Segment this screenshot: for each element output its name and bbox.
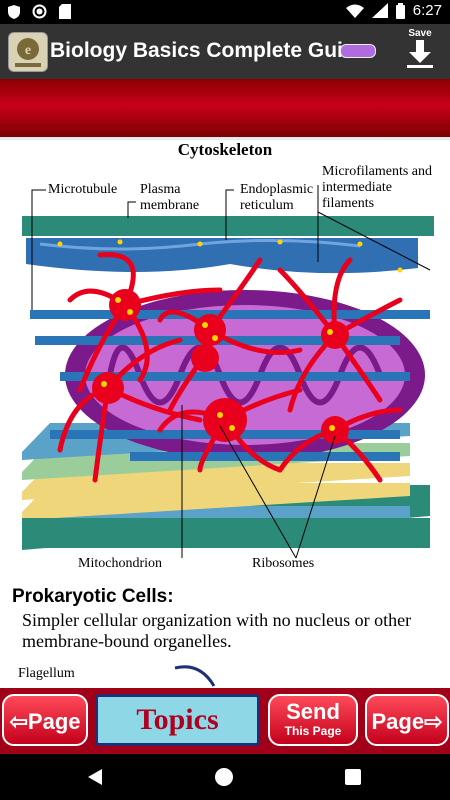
cytoskeleton-diagram bbox=[22, 185, 434, 559]
section-body: Simpler cellular organization with no nu… bbox=[22, 610, 412, 651]
system-nav-bar bbox=[0, 754, 450, 800]
send-label: Send bbox=[286, 699, 340, 724]
home-icon[interactable] bbox=[214, 767, 234, 787]
topics-button[interactable]: Topics bbox=[95, 694, 260, 746]
app-title: Biology Basics Complete Gui... bbox=[50, 39, 361, 62]
bottom-nav: ⇦Page Topics Send This Page Page⇨ bbox=[0, 688, 450, 754]
app-bar: e Biology Basics Complete Gui... Save bbox=[0, 24, 450, 79]
arrow-left-icon: ⇦ bbox=[9, 709, 28, 734]
flagellum-label: Flagellum bbox=[18, 666, 75, 681]
shield-notification-icon bbox=[8, 4, 20, 19]
flagellum-shape bbox=[174, 665, 216, 687]
clock: 6:27 bbox=[412, 2, 442, 19]
recents-icon[interactable] bbox=[344, 768, 362, 786]
sd-card-icon bbox=[59, 4, 71, 19]
save-button[interactable]: Save bbox=[398, 28, 442, 74]
cell-signal-icon bbox=[371, 3, 388, 18]
back-icon[interactable] bbox=[86, 768, 104, 786]
send-page-button[interactable]: Send This Page bbox=[268, 694, 358, 746]
arrow-right-icon: ⇨ bbox=[424, 709, 443, 734]
prev-page-button[interactable]: ⇦Page bbox=[2, 694, 88, 746]
label-ribosomes: Ribosomes bbox=[252, 556, 315, 571]
prev-page-label: Page bbox=[27, 709, 81, 734]
header-band bbox=[0, 79, 450, 140]
send-sub-label: This Page bbox=[284, 724, 342, 738]
label-microfilaments: Microfilaments and intermediate filament… bbox=[322, 164, 433, 211]
figure-title: Cytoskeleton bbox=[177, 140, 273, 159]
content-area[interactable]: Cytoskeleton Microtubule Plasma membrane… bbox=[0, 140, 450, 688]
label-endoplasmic-reticulum: Endoplasmic reticulum bbox=[240, 182, 314, 213]
svg-text:e: e bbox=[25, 43, 31, 58]
label-plasma-membrane: Plasma membrane bbox=[140, 182, 200, 213]
ad-chip-icon[interactable] bbox=[340, 44, 376, 58]
record-notification-icon bbox=[32, 4, 47, 19]
download-icon bbox=[407, 40, 433, 68]
status-bar: 6:27 bbox=[0, 0, 450, 24]
wifi-icon bbox=[345, 4, 364, 18]
app-logo-icon: e bbox=[8, 32, 48, 72]
save-label: Save bbox=[408, 28, 432, 39]
next-page-label: Page bbox=[371, 709, 425, 734]
next-page-button[interactable]: Page⇨ bbox=[365, 694, 449, 746]
label-microtubule: Microtubule bbox=[48, 182, 118, 197]
topics-label: Topics bbox=[136, 703, 219, 736]
section-heading: Prokaryotic Cells: bbox=[12, 586, 174, 607]
label-mitochondrion: Mitochondrion bbox=[78, 556, 162, 571]
battery-icon bbox=[395, 2, 405, 19]
